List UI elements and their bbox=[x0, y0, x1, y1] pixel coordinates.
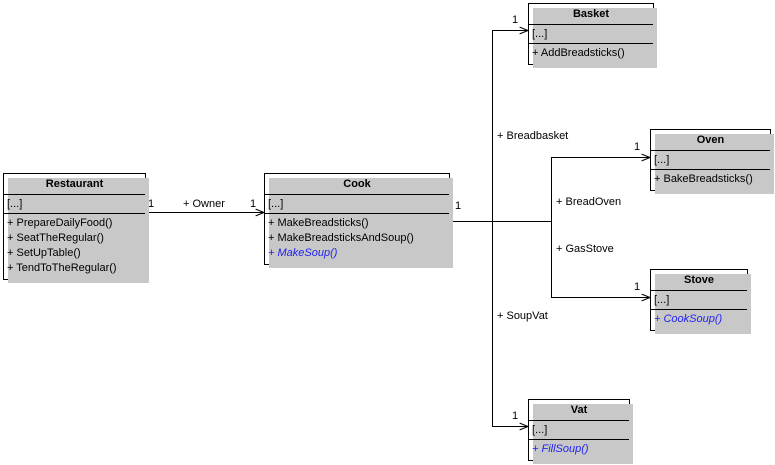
class-restaurant-operations: + PrepareDailyFood() + SeatTheRegular() … bbox=[4, 214, 145, 279]
class-stove[interactable]: Stove [...] + CookSoup() bbox=[650, 269, 751, 334]
role-label-owner: + Owner bbox=[183, 198, 225, 210]
trunk-vertical-basket-vat bbox=[492, 30, 493, 426]
operation-item: + AddBreadsticks() bbox=[532, 47, 625, 59]
class-cook-attributes: [...] bbox=[265, 195, 449, 214]
operation-item: + TendToTheRegular() bbox=[7, 262, 117, 274]
operation-item: + PrepareDailyFood() bbox=[7, 217, 113, 229]
operation-item: + BakeBreadsticks() bbox=[654, 173, 753, 185]
class-oven-attributes: [...] bbox=[651, 151, 770, 170]
class-stove-operations: + CookSoup() bbox=[651, 310, 747, 330]
class-stove-name: Stove bbox=[651, 270, 747, 291]
class-stove-attributes: [...] bbox=[651, 291, 747, 310]
class-oven-name: Oven bbox=[651, 130, 770, 151]
cook-trunk-horizontal bbox=[450, 221, 552, 222]
association-cook-vat-line bbox=[492, 426, 528, 427]
class-restaurant[interactable]: Restaurant [...] + PrepareDailyFood() + … bbox=[3, 173, 149, 283]
class-oven-operations: + BakeBreadsticks() bbox=[651, 170, 770, 190]
class-basket-operations: + AddBreadsticks() bbox=[529, 44, 653, 64]
class-restaurant-attributes: [...] bbox=[4, 195, 145, 214]
association-cook-stove-line bbox=[551, 297, 650, 298]
association-restaurant-cook-line bbox=[146, 212, 264, 213]
multiplicity-cook-parts-end: 1 bbox=[455, 200, 462, 212]
class-basket-attributes: [...] bbox=[529, 25, 653, 44]
class-vat-name: Vat bbox=[529, 400, 629, 421]
class-cook-operations: + MakeBreadsticks() + MakeBreadsticksAnd… bbox=[265, 214, 449, 264]
multiplicity-oven-end: 1 bbox=[634, 141, 641, 153]
class-oven[interactable]: Oven [...] + BakeBreadsticks() bbox=[650, 129, 774, 194]
class-vat-attributes: [...] bbox=[529, 421, 629, 440]
class-cook[interactable]: Cook [...] + MakeBreadsticks() + MakeBre… bbox=[264, 173, 453, 268]
role-label-breadbasket: + Breadbasket bbox=[497, 130, 569, 142]
operation-item: + MakeBreadsticksAndSoup() bbox=[268, 232, 414, 244]
operation-item-abstract: + MakeSoup() bbox=[268, 247, 338, 259]
operation-item: + MakeBreadsticks() bbox=[268, 217, 369, 229]
multiplicity-basket-end: 1 bbox=[512, 14, 519, 26]
class-restaurant-name: Restaurant bbox=[4, 174, 145, 195]
multiplicity-cook-owner-end: 1 bbox=[250, 198, 257, 210]
multiplicity-vat-end: 1 bbox=[512, 410, 519, 422]
class-basket[interactable]: Basket [...] + AddBreadsticks() bbox=[528, 3, 657, 68]
trunk-vertical-oven-stove bbox=[551, 157, 552, 297]
operation-item: + SetUpTable() bbox=[7, 247, 81, 259]
role-label-gasstove: + GasStove bbox=[556, 243, 614, 255]
class-basket-name: Basket bbox=[529, 4, 653, 25]
multiplicity-restaurant-end: 1 bbox=[148, 198, 155, 210]
operation-item-abstract: + CookSoup() bbox=[654, 313, 723, 325]
class-cook-name: Cook bbox=[265, 174, 449, 195]
operation-item: + SeatTheRegular() bbox=[7, 232, 104, 244]
class-vat[interactable]: Vat [...] + FillSoup() bbox=[528, 399, 633, 464]
class-vat-operations: + FillSoup() bbox=[529, 440, 629, 460]
role-label-soupvat: + SoupVat bbox=[497, 310, 548, 322]
operation-item-abstract: + FillSoup() bbox=[532, 443, 589, 455]
association-cook-oven-line bbox=[551, 157, 650, 158]
multiplicity-stove-end: 1 bbox=[634, 281, 641, 293]
role-label-breadoven: + BreadOven bbox=[556, 196, 622, 208]
association-cook-basket-line bbox=[492, 30, 528, 31]
